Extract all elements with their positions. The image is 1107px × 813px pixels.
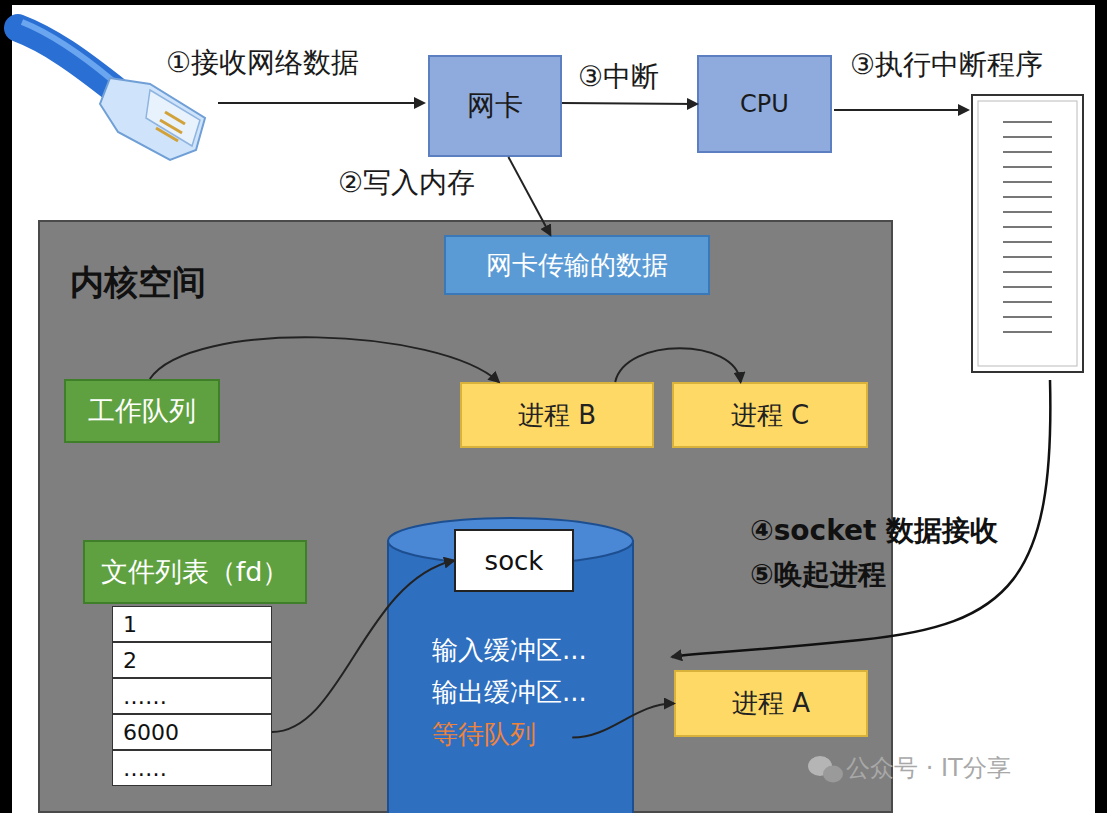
connector [572, 704, 674, 738]
step-label: ③执行中断程序 [850, 46, 1043, 84]
box-label: 网卡 [467, 87, 523, 125]
leader-arrow [834, 109, 968, 111]
socket-cylinder: 输入缓冲区...输出缓冲区...等待队列 sock [387, 517, 634, 813]
white-ground [12, 5, 1095, 813]
edge-label: ②写入内存 [338, 164, 475, 202]
process-box: 进程 C [672, 382, 868, 448]
fd-cell: …… [112, 750, 272, 786]
connector [615, 348, 740, 382]
queue-box: 工作队列 [64, 379, 220, 443]
box-label: 6000 [123, 720, 179, 745]
fd-cell: 1 [112, 606, 272, 642]
label-holder: ①接收网络数据 [166, 44, 359, 82]
connector [508, 157, 550, 235]
cpu-box: CPU [697, 55, 832, 153]
box-label: 文件列表（fd） [101, 554, 290, 590]
fd-cell: …… [112, 678, 272, 714]
box-label: 2 [123, 648, 137, 673]
watermark: 公众号 · IT分享 [846, 752, 1011, 784]
nic-box: 网卡 [428, 55, 562, 157]
wechat-icon [808, 756, 843, 783]
label-holder: ③执行中断程序 [850, 46, 1043, 84]
box-label: sock [485, 546, 544, 576]
leader-arrow [672, 380, 1050, 657]
label-holder: ④socket 数据接收 [750, 512, 998, 550]
fd-cell: 6000 [112, 714, 272, 750]
step-label: ④socket 数据接收 [750, 512, 998, 550]
process-box: 进程 B [460, 382, 654, 448]
box-label: …… [123, 684, 167, 709]
interrupt-program-list [972, 95, 1083, 372]
process-box: 进程 A [674, 670, 868, 737]
box-label: …… [123, 756, 167, 781]
data-box: 网卡传输的数据 [444, 235, 710, 295]
connector [150, 337, 499, 382]
edge-label-holder: ③中断 [578, 58, 659, 96]
connector [562, 103, 697, 104]
box-label: 网卡传输的数据 [486, 248, 668, 283]
edge-label: ③中断 [578, 58, 659, 96]
box-label: 进程 C [731, 398, 809, 433]
connector [272, 561, 454, 733]
cylinder-text: 输出缓冲区... [432, 671, 634, 713]
box-label: 工作队列 [88, 393, 196, 429]
fd-cell: 2 [112, 642, 272, 678]
step-label: ①接收网络数据 [166, 44, 359, 82]
box-label: 进程 B [518, 398, 596, 433]
sock-box: sock [454, 529, 574, 592]
box-label: CPU [740, 90, 789, 118]
edge-label-holder: ②写入内存 [338, 164, 475, 202]
label-holder: 公众号 · IT分享 [846, 752, 1011, 784]
box-label: 进程 A [732, 686, 810, 721]
label-holder: ⑤唤起进程 [750, 556, 886, 594]
network-cable [18, 22, 205, 160]
step-label: ⑤唤起进程 [750, 556, 886, 594]
leader-arrow [218, 102, 424, 104]
fd-list-header: 文件列表（fd） [83, 540, 307, 604]
cylinder-text: 输入缓冲区... [432, 629, 634, 671]
cylinder-text: 等待队列 [432, 713, 634, 755]
box-label: 1 [123, 612, 137, 637]
region-heading: 内核空间 [70, 260, 206, 306]
